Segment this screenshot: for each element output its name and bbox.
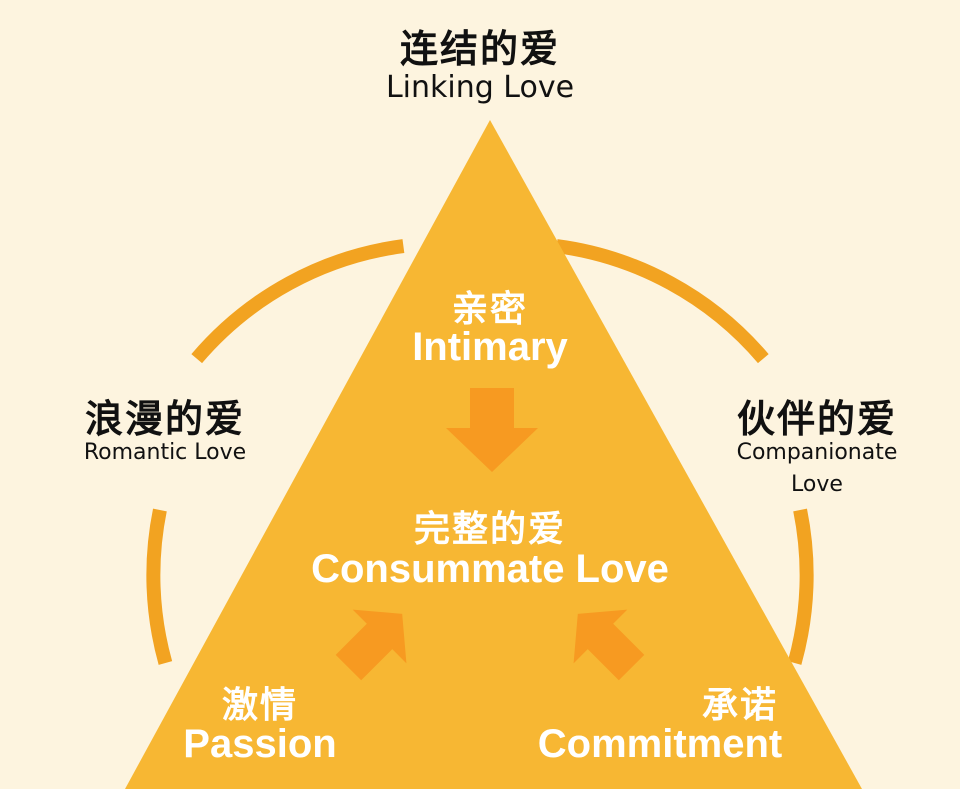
cycle-arcs [146,239,814,665]
commitment-label-en: Commitment [537,722,783,766]
consummate-label-en: Consummate Love [311,547,669,591]
passion-label-cn: 激情 [221,685,298,726]
consummate-label-cn: 完整的爱 [413,509,566,550]
right-label-en-line2: Love [791,472,843,497]
left-label-cn: 浪漫的爱 [84,397,245,441]
right-label-en-line1: Companionate [736,440,898,465]
arc-left [146,508,173,665]
top-label-en: Linking Love [385,70,575,105]
commitment-label-cn: 承诺 [701,685,778,726]
arrow-down-from-intimacy [446,388,538,472]
left-label-en: Romantic Love [83,440,247,465]
intimacy-label-cn: 亲密 [451,289,528,330]
arc-top-left [191,239,405,364]
arrow-from-commitment [573,609,645,681]
top-label-cn: 连结的爱 [399,27,560,71]
passion-label-en: Passion [183,722,337,766]
arrow-from-passion [335,609,407,681]
arc-top-right [555,239,769,364]
intimacy-label-en: Intimary [412,325,568,369]
right-label-cn: 伙伴的爱 [736,397,897,441]
arc-right [787,508,814,665]
